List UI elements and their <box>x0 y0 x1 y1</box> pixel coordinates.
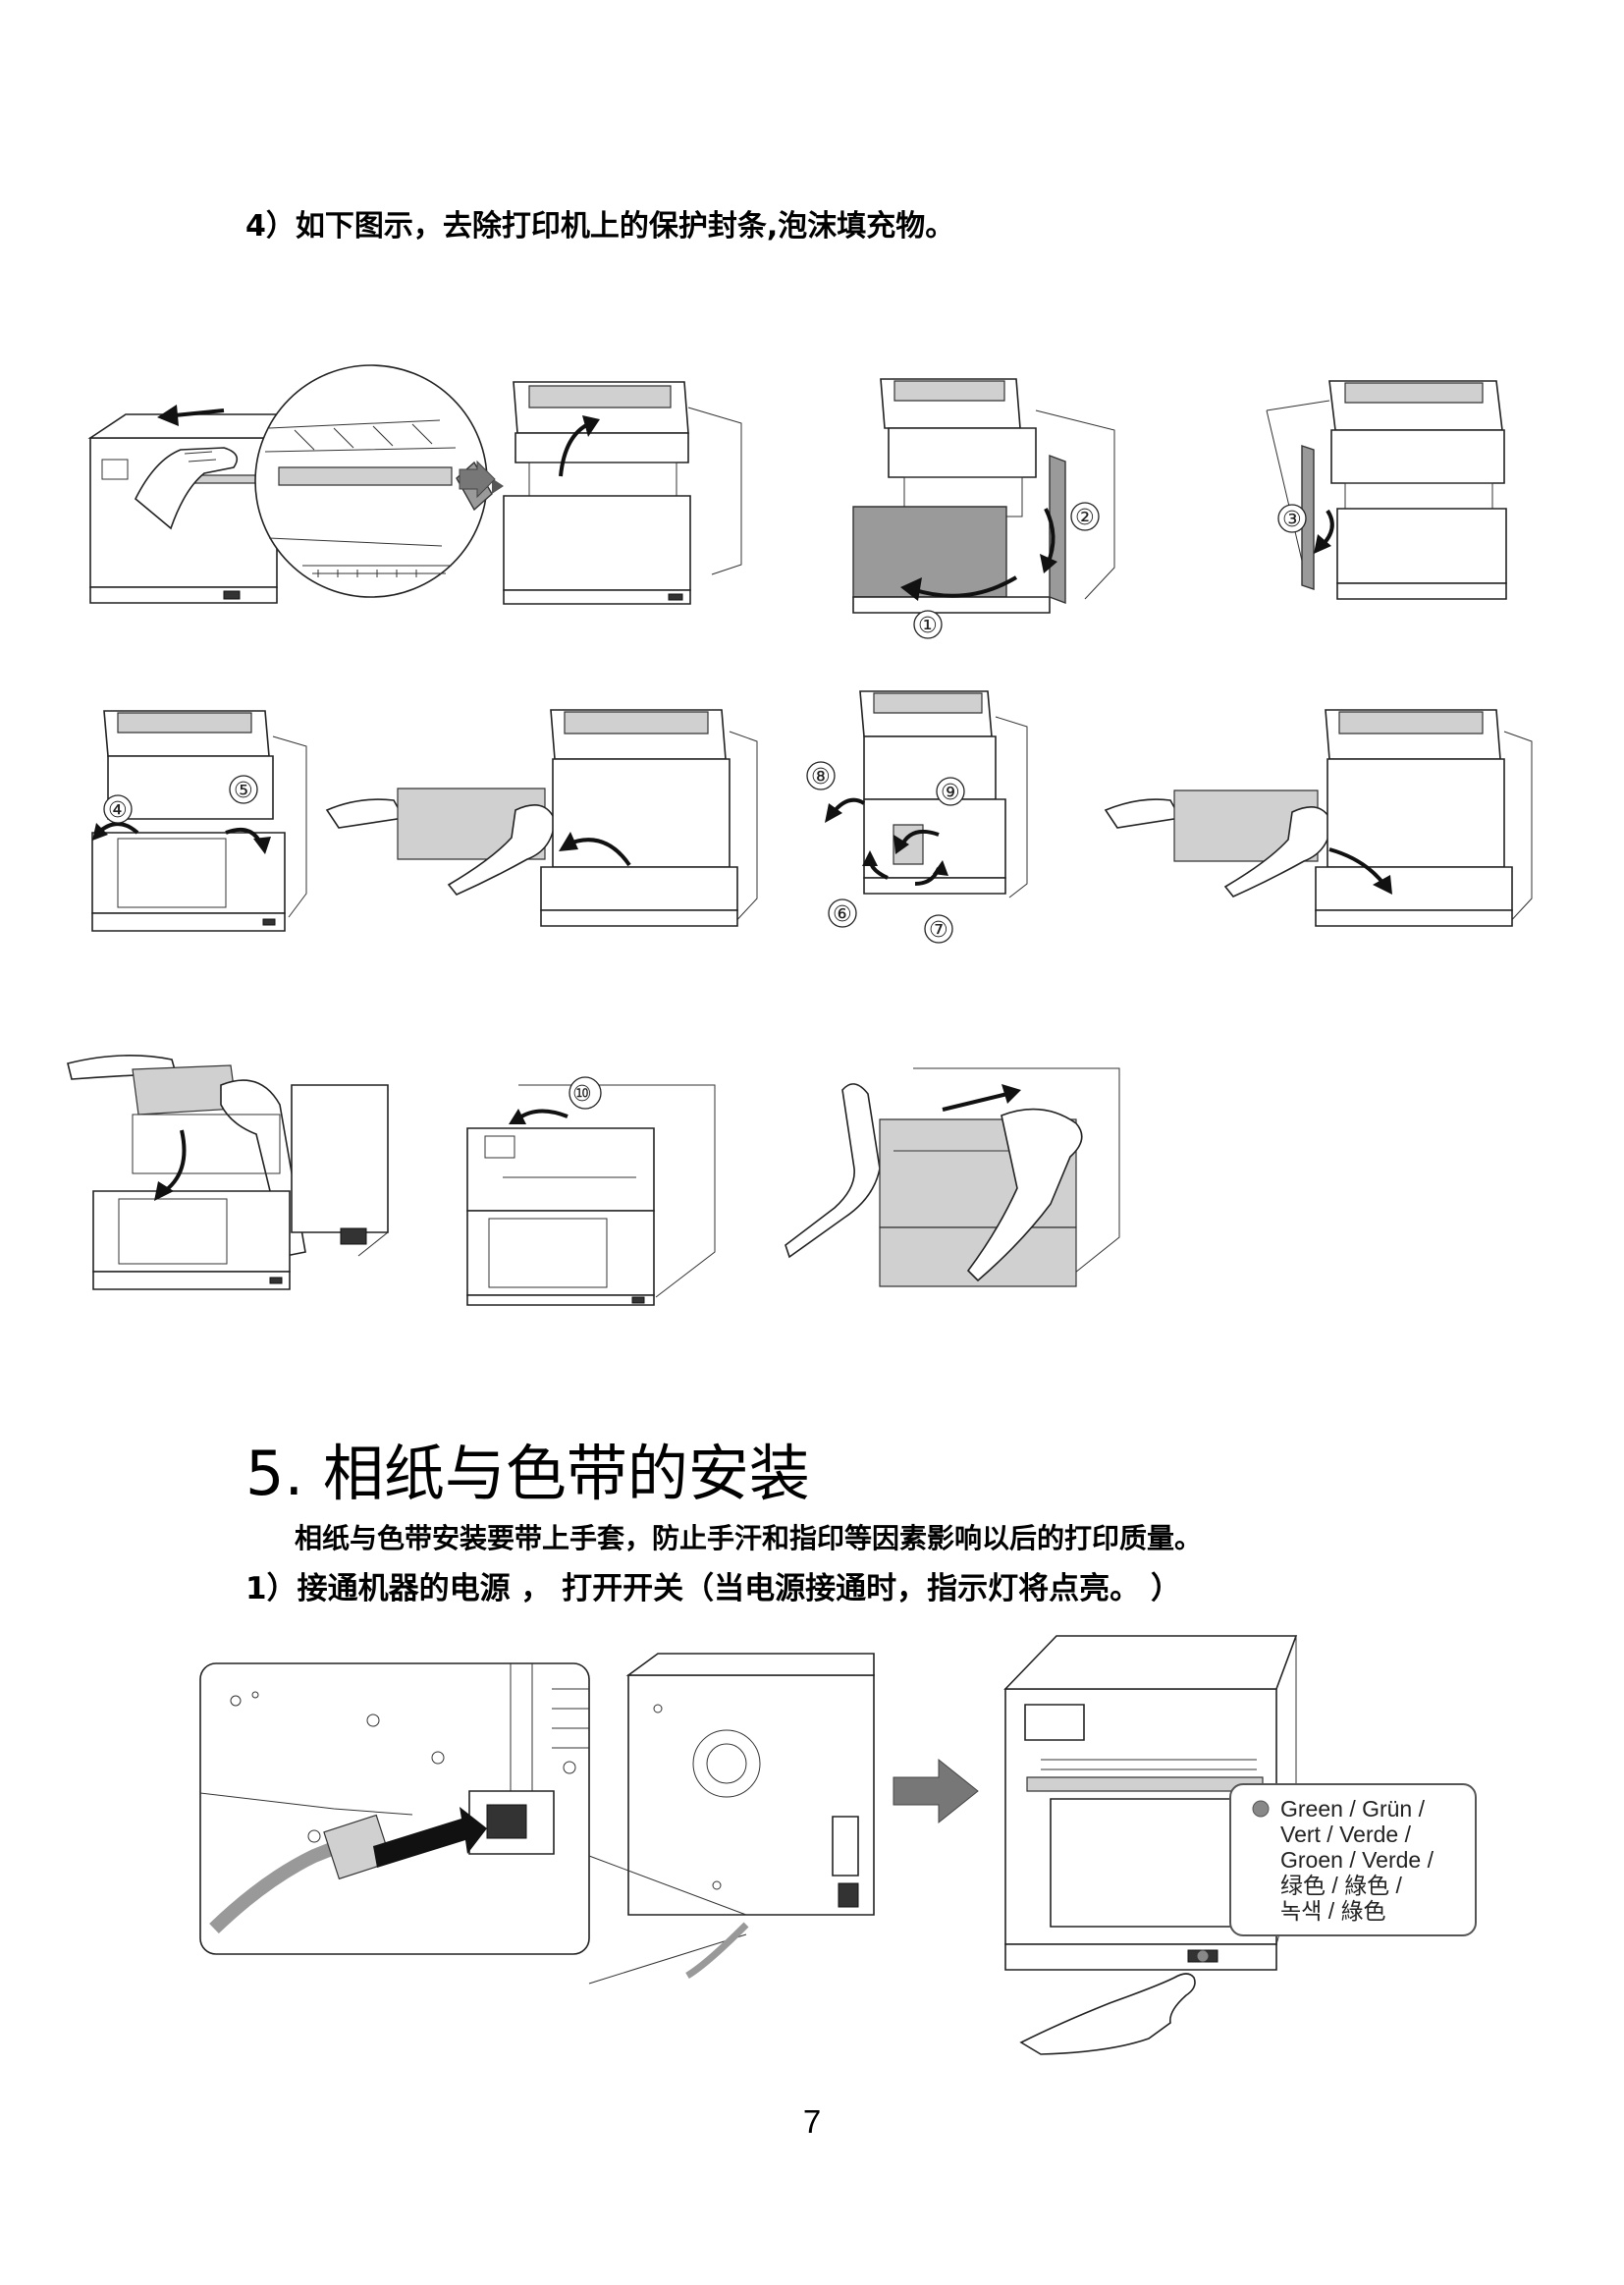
figure-press-power-button <box>1001 1630 1296 2052</box>
glove-note: 相纸与色带安装要带上手套，防止手汗和指印等因素影响以后的打印质量。 <box>295 1522 1203 1554</box>
marker-3: ③ <box>1282 508 1302 532</box>
page-number: 7 <box>802 2103 822 2140</box>
arrow-right-row1 <box>460 462 499 501</box>
figure-insert-paper-1 <box>319 702 766 943</box>
figure-open-side-panels: ④ ⑤ <box>79 707 314 943</box>
marker-10: ⑩ <box>572 1082 592 1107</box>
figure-insert-paper-2 <box>1100 702 1537 943</box>
legend-line-3: Groen / Verde / <box>1280 1847 1435 1873</box>
marker-5: ⑤ <box>234 779 253 803</box>
arrow-right-row4 <box>893 1758 982 1826</box>
marker-9: ⑨ <box>941 781 960 805</box>
marker-1: ① <box>918 614 938 638</box>
section-5-title: 5. 相纸与色带的安装 <box>245 1438 810 1509</box>
indicator-color-dot <box>1252 1800 1270 1818</box>
legend-line-5: 녹색 / 綠色 <box>1280 1898 1386 1924</box>
marker-2: ② <box>1075 506 1095 530</box>
figure-remove-rear-foam: ③ <box>1267 371 1532 622</box>
figure-push-cover-in <box>785 1021 1129 1316</box>
legend-line-1: Green / Grün / <box>1280 1796 1426 1822</box>
indicator-light <box>1197 1950 1209 1962</box>
figure-open-cover <box>457 368 751 609</box>
figure-push-lever: ⑩ <box>460 1065 725 1311</box>
marker-4: ④ <box>108 798 128 823</box>
legend-line-2: Vert / Verde / <box>1280 1822 1412 1847</box>
marker-8: ⑧ <box>811 765 831 789</box>
figure-remove-tape-closeup <box>86 352 460 617</box>
figure-close-cover <box>64 1046 388 1311</box>
legend-line-4: 绿色 / 綠色 / <box>1280 1873 1403 1898</box>
figure-remove-side-foam: ② ① <box>839 371 1164 646</box>
marker-6: ⑥ <box>833 902 852 927</box>
indicator-legend-callout: Green / Grün / Vert / Verde / Groen / Ve… <box>1229 1783 1477 1936</box>
step1-power-on: 1）接通机器的电源 ， 打开开关（当电源接通时，指示灯将点亮。 ） <box>245 1571 1181 1606</box>
figure-power-connection <box>196 1650 884 1993</box>
step4-instruction: 4）如下图示，去除打印机上的保护封条,泡沫填充物。 <box>245 209 955 244</box>
marker-7: ⑦ <box>929 918 948 943</box>
figure-open-inner-rollers: ⑧ ⑨ ⑥ ⑦ <box>785 687 1031 952</box>
